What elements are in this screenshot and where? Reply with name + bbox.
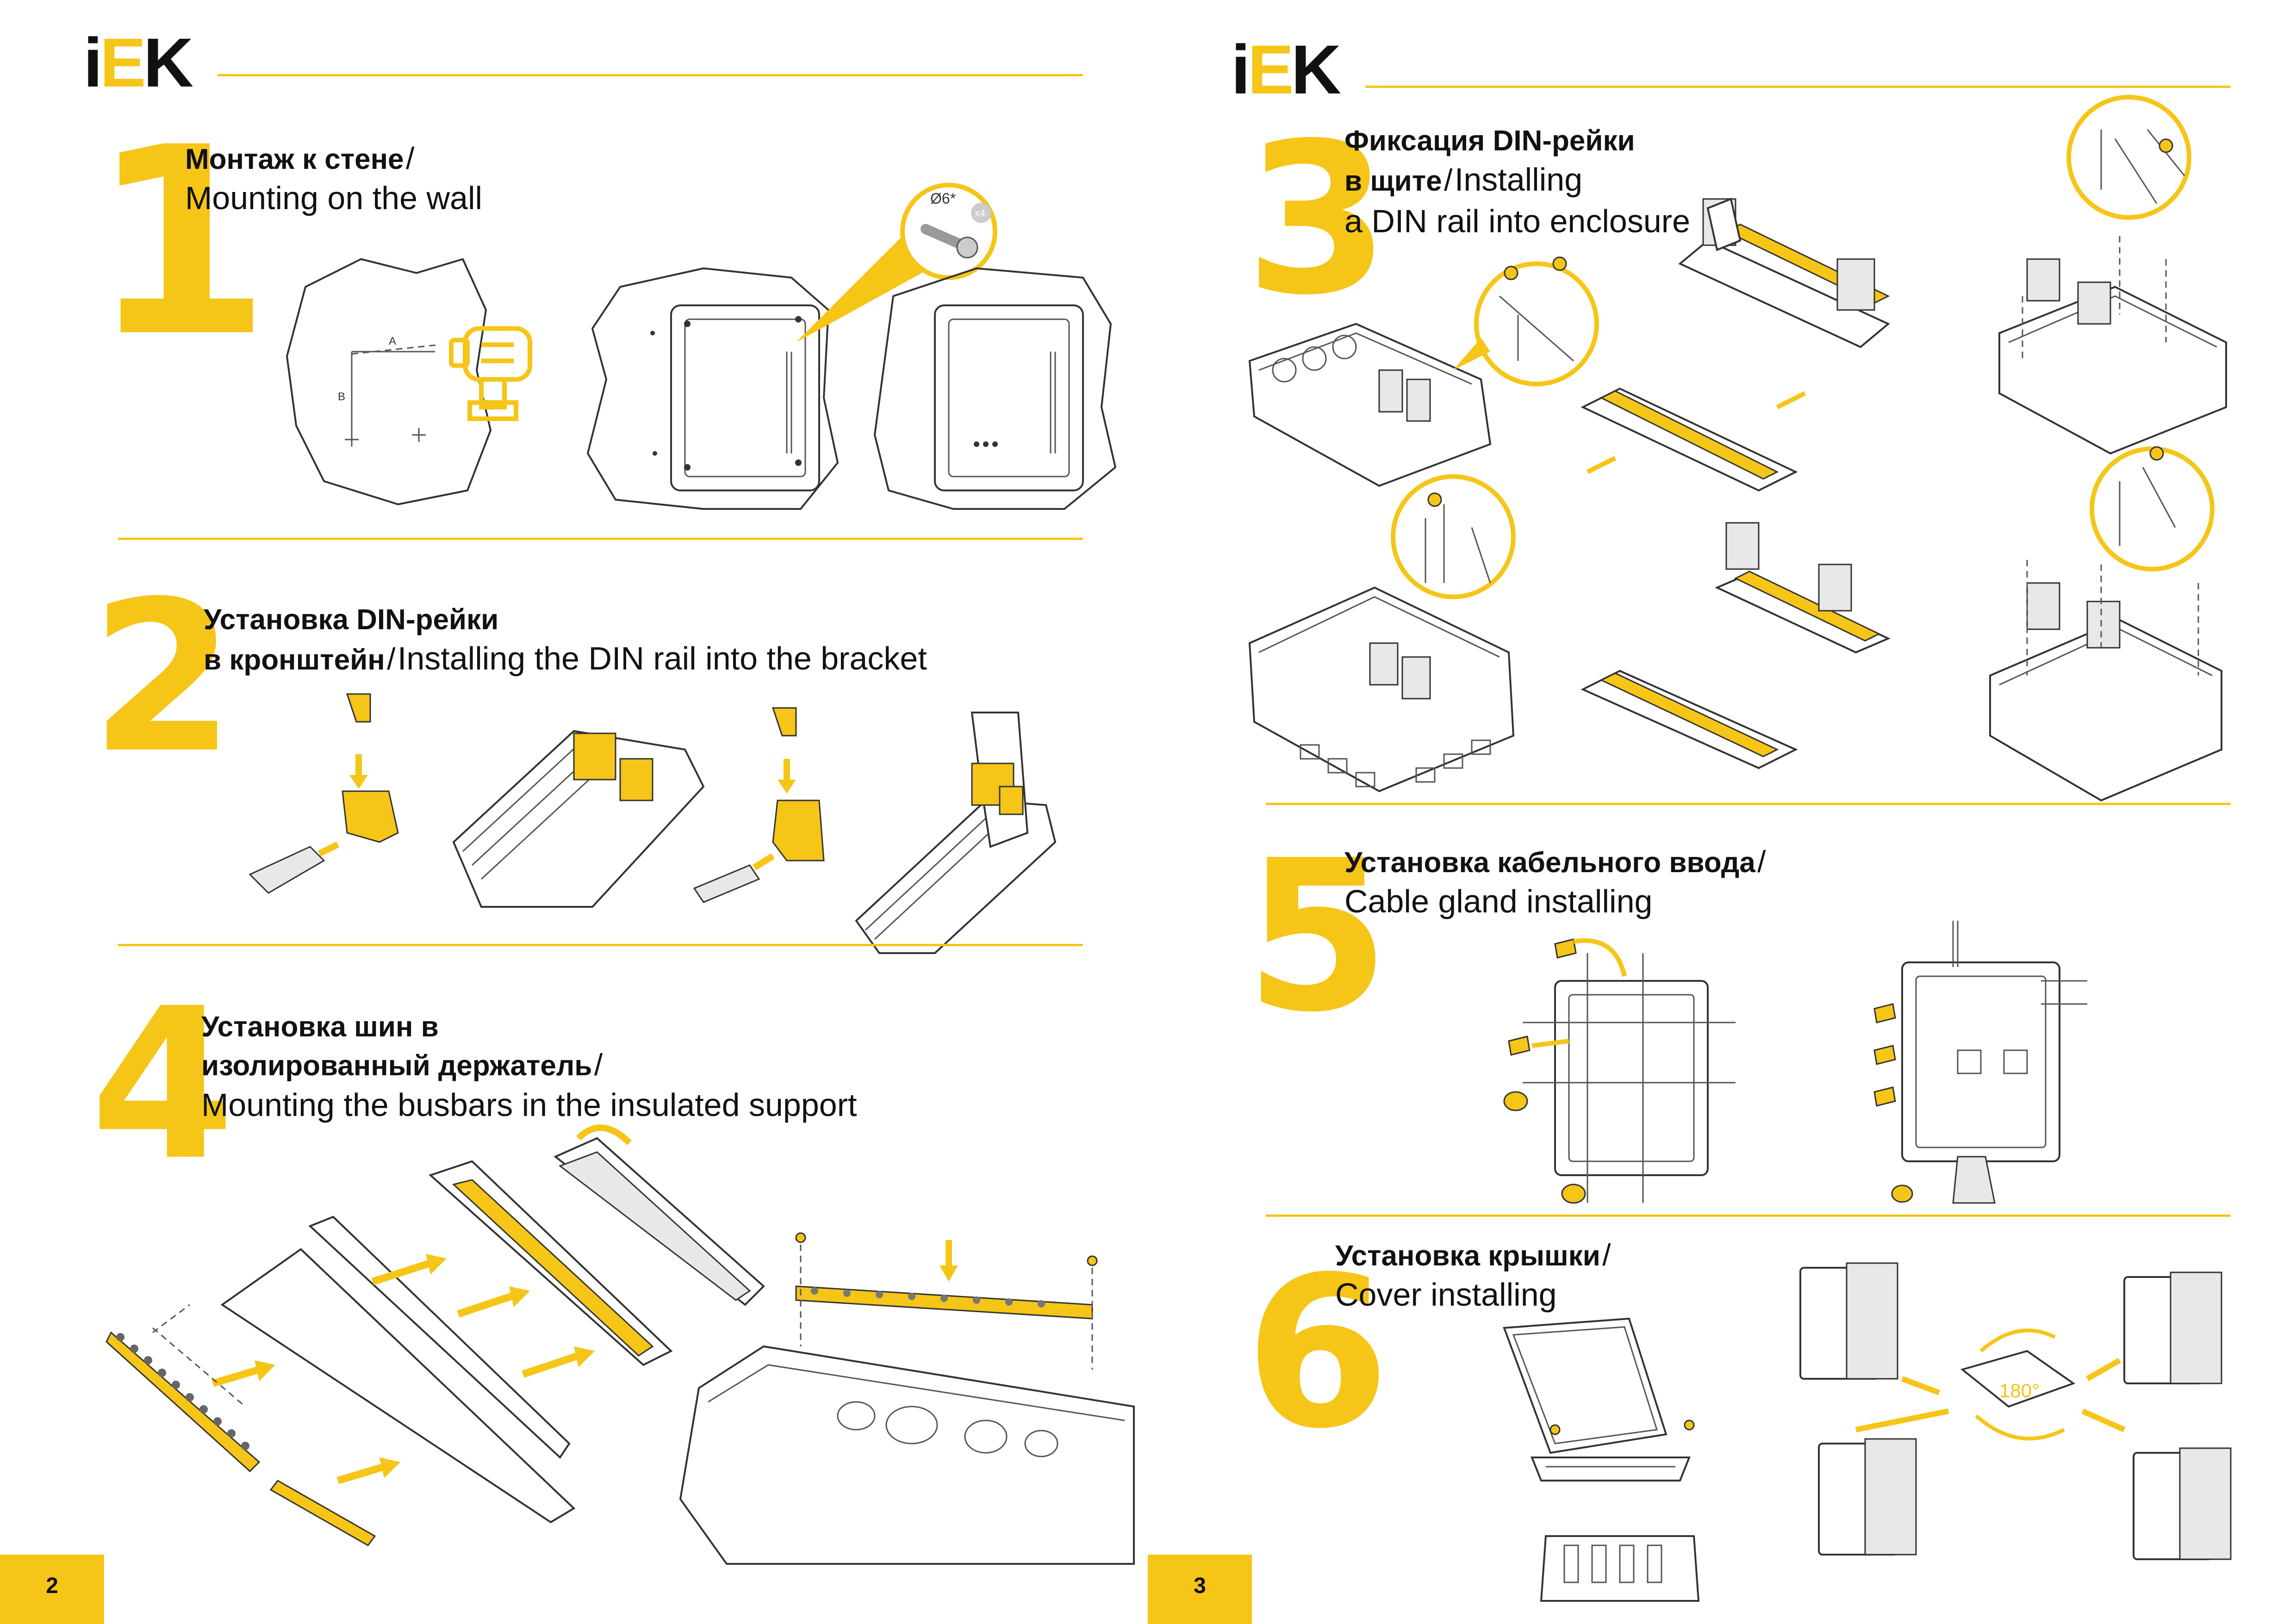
dim-b-label: B (338, 391, 345, 403)
closed-enclosure-bottom-left (1818, 1438, 1917, 1556)
section-3-title: Фиксация DIN-рейки в щите / Installing a… (1344, 125, 1690, 239)
section-rule-2 (118, 944, 1083, 946)
drill-icon (449, 326, 532, 421)
section-rule-4 (1266, 1215, 2231, 1217)
din-rail-bracket-illustration (249, 693, 1057, 954)
screw-size-label: Ø6* (930, 190, 956, 207)
header-rule-right (1365, 86, 2231, 88)
closed-enclosure-top-left (1799, 1262, 1898, 1380)
wall-drill-illustration: A B (286, 258, 532, 505)
iek-logo-right: iEK (1231, 31, 1341, 108)
enclosure-on-wall-illustration (587, 267, 839, 510)
step-number-1: 1 (90, 92, 271, 394)
step-number-4: 4 (90, 964, 236, 1206)
din-rail-enclosure-illustration (1248, 95, 2227, 802)
page-number-box-right: 3 (1148, 1555, 1252, 1624)
cover-installing-illustration: 180° (1503, 1262, 2232, 1602)
page-number-box-left: 2 (0, 1555, 104, 1624)
section-6-title: Установка крышки / Cover installing (1335, 1238, 1611, 1313)
dim-a-label: A (389, 335, 396, 347)
iek-logo: iEK (83, 24, 193, 101)
header-rule (218, 74, 1083, 76)
step-number-2: 2 (90, 557, 236, 799)
screw-count-badge: x4 (975, 207, 985, 219)
closed-enclosure-top-right (2123, 1271, 2222, 1384)
enclosure-mounted-illustration (874, 267, 1116, 510)
step-number-5: 5 (1245, 816, 1390, 1058)
section-5-title: Установка кабельного ввода / Cable gland… (1344, 844, 1766, 920)
screw-callout: Ø6* x4 (796, 183, 997, 342)
section-rule-1 (118, 538, 1083, 540)
section-4-title: Установка шин в изолированный держатель … (201, 1011, 857, 1123)
busbar-support-illustration (106, 1124, 1135, 1565)
section-2-title: Установка DIN-рейки в кронштейн / Instal… (204, 604, 927, 677)
step-number-3: 3 (1245, 99, 1390, 341)
cable-gland-illustration (1503, 921, 2087, 1204)
rotation-label: 180° (1999, 1380, 2040, 1401)
section-1-title: Монтаж к стене / Mounting on the wall (185, 141, 483, 217)
step-number-6: 6 (1245, 1232, 1390, 1475)
closed-enclosure-bottom-right (2133, 1447, 2232, 1560)
section-rule-3 (1266, 803, 2231, 805)
